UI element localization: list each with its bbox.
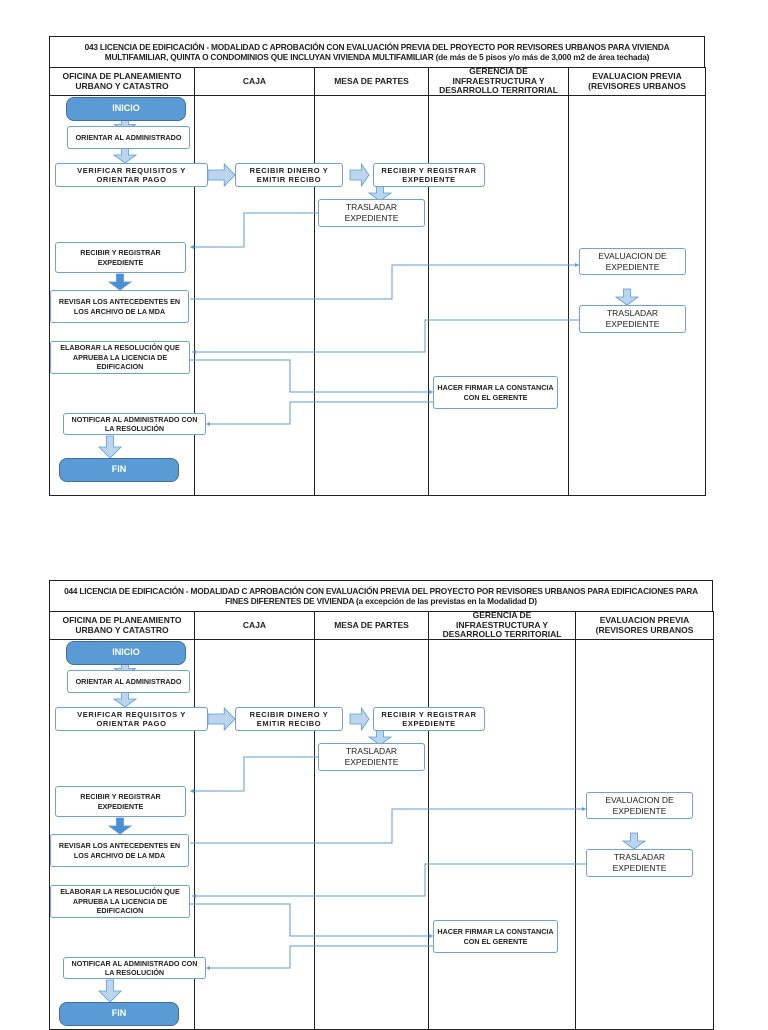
- connector-elaborar-to-firmar: [190, 903, 433, 937]
- step-recibir-dinero[interactable]: RECIBIR DINERO Y EMITIR RECIBO: [235, 163, 343, 187]
- lane-header: GERENCIA DE INFRAESTRUCTURA Y DESARROLLO…: [428, 611, 576, 640]
- arrow-right-icon: [207, 707, 236, 731]
- step-hacer-firmar[interactable]: HACER FIRMAR LA CONSTANCIA CON EL GERENT…: [433, 920, 558, 953]
- connector-trasladar-to-elaborar: [192, 319, 579, 353]
- step-notificar[interactable]: NOTIFICAR AL ADMINISTRADO CON LA RESOLUC…: [63, 413, 206, 435]
- connector-trasladar-to-oficina: [190, 756, 318, 792]
- step-notificar[interactable]: NOTIFICAR AL ADMINISTRADO CON LA RESOLUC…: [63, 957, 206, 979]
- step-elaborar[interactable]: ELABORAR LA RESOLUCIÓN QUE APRUEBA LA LI…: [50, 341, 190, 374]
- step-trasladar-evaluacion[interactable]: TRASLADAR EXPEDIENTE: [579, 305, 686, 333]
- arrowhead-icon: [575, 263, 579, 267]
- step-orientar[interactable]: ORIENTAR AL ADMINISTRADO: [67, 670, 190, 693]
- step-recibir-expediente-oficina[interactable]: RECIBIR Y REGISTRAR EXPEDIENTE: [55, 242, 186, 273]
- lane-header: GERENCIA DE INFRAESTRUCTURA Y DESARROLLO…: [428, 67, 569, 96]
- diagram-title: 044 LICENCIA DE EDIFICACIÓN - MODALIDAD …: [49, 580, 713, 612]
- fin-terminal[interactable]: FIN: [59, 458, 179, 482]
- step-evaluacion[interactable]: EVALUACION DE EXPEDIENTE: [579, 248, 686, 275]
- step-elaborar[interactable]: ELABORAR LA RESOLUCIÓN QUE APRUEBA LA LI…: [50, 885, 190, 918]
- arrowhead-icon: [192, 894, 196, 898]
- connector-elaborar-to-firmar: [190, 359, 433, 393]
- step-evaluacion[interactable]: EVALUACION DE EXPEDIENTE: [586, 792, 693, 819]
- arrowhead-icon: [206, 966, 210, 970]
- arrowhead-icon: [429, 934, 433, 938]
- lane-header: CAJA: [194, 611, 315, 640]
- step-trasladar-mesa[interactable]: TRASLADAR EXPEDIENTE: [318, 199, 425, 227]
- connector-revisar-to-evaluacion: [190, 808, 586, 844]
- arrowhead-icon: [582, 807, 586, 811]
- step-trasladar-mesa[interactable]: TRASLADAR EXPEDIENTE: [318, 743, 425, 771]
- lane-header: OFICINA DE PLANEAMIENTO URBANO Y CATASTR…: [49, 67, 195, 96]
- connector-firmar-to-notificar: [206, 401, 433, 425]
- fin-terminal[interactable]: FIN: [59, 1002, 179, 1026]
- step-hacer-firmar[interactable]: HACER FIRMAR LA CONSTANCIA CON EL GERENT…: [433, 376, 558, 409]
- arrowhead-icon: [429, 390, 433, 394]
- step-revisar[interactable]: REVISAR LOS ANTECEDENTES EN LOS ARCHIVO …: [50, 834, 189, 867]
- arrow-right-icon: [207, 163, 236, 187]
- arrow-right-icon: [349, 706, 370, 732]
- lane-header: MESA DE PARTES: [314, 67, 429, 96]
- arrow-down-icon: [112, 690, 138, 708]
- step-verificar[interactable]: VERIFICAR REQUISITOS Y ORIENTAR PAGO: [55, 163, 208, 187]
- lane-header: EVALUACION PREVIA (REVISORES URBANOS: [575, 611, 714, 640]
- step-recibir-expediente-mesa[interactable]: RECIBIR Y REGISTRAR EXPEDIENTE: [373, 163, 485, 187]
- arrowhead-icon: [190, 789, 194, 793]
- inicio-terminal[interactable]: INICIO: [66, 97, 186, 121]
- step-recibir-dinero[interactable]: RECIBIR DINERO Y EMITIR RECIBO: [235, 707, 343, 731]
- arrow-down-icon: [107, 273, 133, 291]
- step-orientar[interactable]: ORIENTAR AL ADMINISTRADO: [67, 126, 190, 149]
- arrow-down-icon: [614, 288, 640, 306]
- arrow-right-icon: [349, 162, 370, 188]
- connector-trasladar-to-elaborar: [192, 863, 586, 897]
- step-recibir-expediente-mesa[interactable]: RECIBIR Y REGISTRAR EXPEDIENTE: [373, 707, 485, 731]
- lane-header: OFICINA DE PLANEAMIENTO URBANO Y CATASTR…: [49, 611, 195, 640]
- inicio-terminal[interactable]: INICIO: [66, 641, 186, 665]
- step-trasladar-evaluacion[interactable]: TRASLADAR EXPEDIENTE: [586, 849, 693, 877]
- arrow-down-icon: [107, 817, 133, 835]
- lane-header: MESA DE PARTES: [314, 611, 429, 640]
- step-revisar[interactable]: REVISAR LOS ANTECEDENTES EN LOS ARCHIVO …: [50, 290, 189, 323]
- connector-firmar-to-notificar: [206, 945, 433, 969]
- arrowhead-icon: [190, 245, 194, 249]
- diagram-title: 043 LICENCIA DE EDIFICACIÓN - MODALIDAD …: [49, 36, 705, 68]
- step-recibir-expediente-oficina[interactable]: RECIBIR Y REGISTRAR EXPEDIENTE: [55, 786, 186, 817]
- connector-revisar-to-evaluacion: [190, 264, 579, 300]
- lane-header: EVALUACION PREVIA (REVISORES URBANOS: [568, 67, 706, 96]
- arrowhead-icon: [206, 422, 210, 426]
- arrow-down-icon: [98, 435, 122, 459]
- step-verificar[interactable]: VERIFICAR REQUISITOS Y ORIENTAR PAGO: [55, 707, 208, 731]
- arrow-down-icon: [621, 832, 647, 850]
- connector-trasladar-to-oficina: [190, 212, 318, 248]
- arrow-down-icon: [98, 979, 122, 1003]
- arrowhead-icon: [192, 350, 196, 354]
